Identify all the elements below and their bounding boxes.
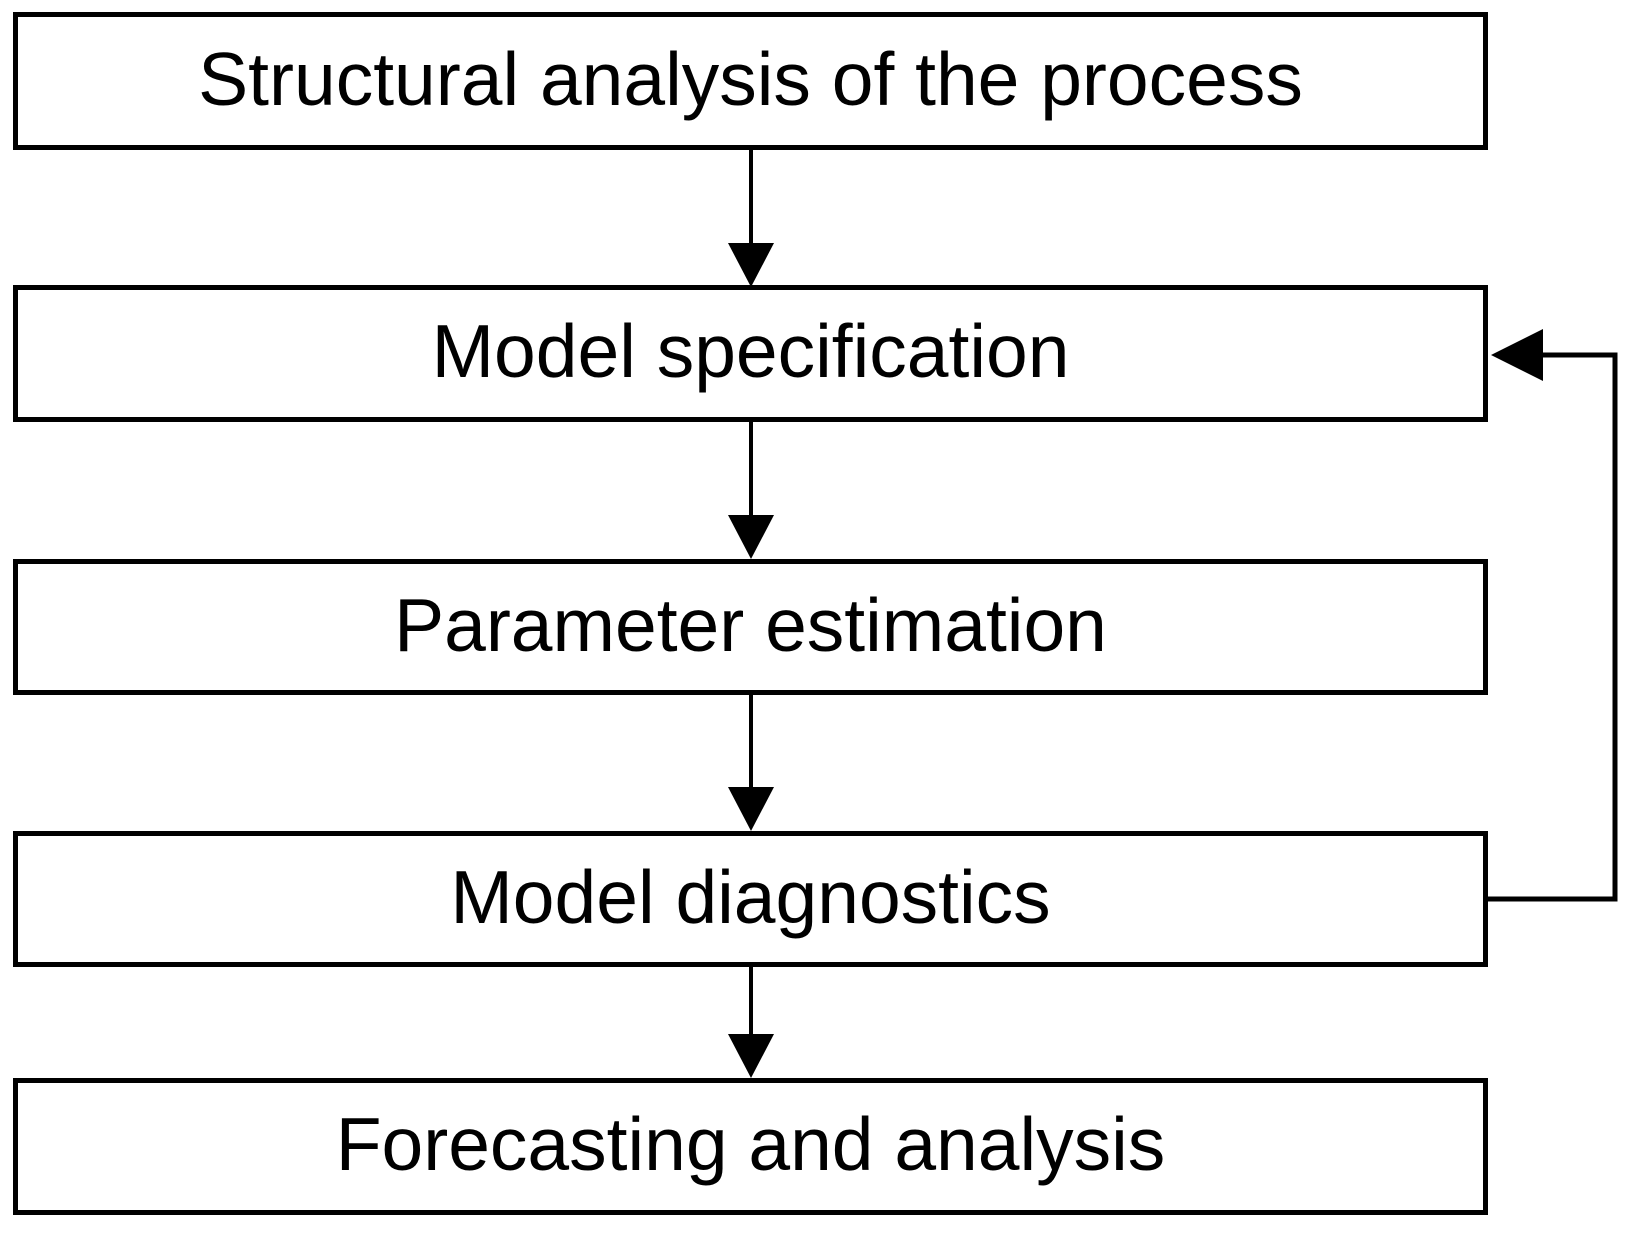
arrow-down-2 <box>728 422 774 559</box>
node-label: Model diagnostics <box>450 854 1051 939</box>
node-parameter-estimation: Parameter estimation <box>13 559 1488 695</box>
node-forecasting-analysis: Forecasting and analysis <box>13 1078 1488 1215</box>
node-structural-analysis: Structural analysis of the process <box>13 12 1488 150</box>
node-label: Forecasting and analysis <box>335 1102 1166 1186</box>
node-label: Structural analysis of the process <box>198 36 1303 121</box>
arrow-down-4 <box>728 967 774 1078</box>
arrow-down-3 <box>728 695 774 831</box>
feedback-arrow <box>1488 329 1618 902</box>
node-label: Model specification <box>431 309 1070 393</box>
node-model-diagnostics: Model diagnostics <box>13 831 1488 967</box>
node-label: Parameter estimation <box>394 582 1107 667</box>
node-model-specification: Model specification <box>13 285 1488 422</box>
arrow-down-1 <box>728 150 774 287</box>
